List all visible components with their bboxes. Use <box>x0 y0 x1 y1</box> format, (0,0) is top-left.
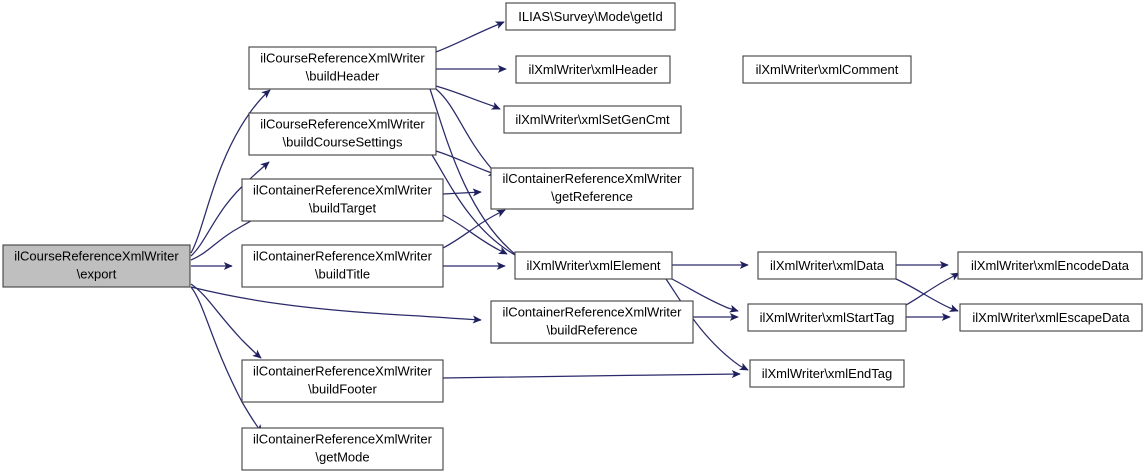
node-xmlHeader[interactable]: ilXmlWriter\xmlHeader <box>515 55 671 84</box>
node-buildTitle[interactable]: ilContainerReferenceXmlWriter \buildTitle <box>241 244 444 288</box>
node-xmlEndTag[interactable]: ilXmlWriter\xmlEndTag <box>749 359 905 388</box>
node-box-buildFooter[interactable] <box>241 359 444 403</box>
node-box-buildHeader[interactable] <box>248 46 437 90</box>
call-edge-export-to-buildReference <box>190 286 482 324</box>
node-buildCourseSettings[interactable]: ilCourseReferenceXmlWriter \buildCourseSe… <box>248 112 437 156</box>
node-export[interactable]: ilCourseReferenceXmlWriter \export <box>2 244 191 288</box>
node-label-buildTitle-line1: ilContainerReferenceXmlWriter <box>253 248 433 263</box>
node-buildHeader[interactable]: ilCourseReferenceXmlWriter \buildHeader <box>248 46 437 90</box>
node-label-xmlData: ilXmlWriter\xmlData <box>770 258 885 273</box>
node-box-buildTitle[interactable] <box>241 244 444 288</box>
call-edge-buildTarget-to-getReference <box>442 188 482 197</box>
node-xmlElement[interactable]: ilXmlWriter\xmlElement <box>514 251 673 280</box>
node-getReference[interactable]: ilContainerReferenceXmlWriter \getReferen… <box>490 167 694 210</box>
node-label-getReference-line1: ilContainerReferenceXmlWriter <box>503 171 683 186</box>
node-label-getId: ILIAS\Survey\Mode\getId <box>518 9 663 24</box>
node-buildFooter[interactable]: ilContainerReferenceXmlWriter \buildFoote… <box>241 359 444 403</box>
node-label-buildHeader-line1: ilCourseReferenceXmlWriter <box>260 50 425 65</box>
node-box-xmlEscapeData[interactable] <box>959 303 1143 332</box>
node-label-export-line2: \export <box>77 266 117 281</box>
node-box-xmlComment[interactable] <box>742 55 912 84</box>
node-xmlEscapeData[interactable]: ilXmlWriter\xmlEscapeData <box>959 303 1143 332</box>
call-edge-buildFooter-to-xmlEndTag <box>442 370 741 379</box>
node-xmlData[interactable]: ilXmlWriter\xmlData <box>757 251 897 280</box>
call-edge-xmlElement-to-xmlStartTag <box>671 278 739 313</box>
call-edge-buildTitle-to-getReference <box>442 209 506 249</box>
node-label-buildReference-line1: ilContainerReferenceXmlWriter <box>503 304 683 319</box>
node-label-xmlComment: ilXmlWriter\xmlComment <box>756 62 899 77</box>
call-edge-export-to-buildHeader <box>190 89 271 254</box>
call-edge-buildCourseSettings-to-getReference <box>435 150 498 176</box>
node-label-xmlEndTag: ilXmlWriter\xmlEndTag <box>762 366 893 381</box>
node-buildReference[interactable]: ilContainerReferenceXmlWriter \buildRefer… <box>490 300 694 344</box>
node-buildTarget[interactable]: ilContainerReferenceXmlWriter \buildTarge… <box>241 178 444 222</box>
node-xmlEncodeData[interactable]: ilXmlWriter\xmlEncodeData <box>957 251 1143 280</box>
call-edge-xmlData-to-xmlEscapeData <box>895 278 959 312</box>
call-edge-buildHeader-to-xmlSetGenCmt <box>435 85 501 110</box>
call-edge-export-to-getMode <box>190 286 263 434</box>
node-box-getId[interactable] <box>505 2 676 31</box>
node-box-xmlStartTag[interactable] <box>747 303 907 332</box>
node-box-getMode[interactable] <box>241 427 444 471</box>
node-box-xmlElement[interactable] <box>514 251 673 280</box>
node-label-buildHeader-line2: \buildHeader <box>306 68 380 83</box>
node-box-xmlEncodeData[interactable] <box>957 251 1143 280</box>
node-getId[interactable]: ILIAS\Survey\Mode\getId <box>505 2 676 31</box>
call-edge-xmlStartTag-to-xmlEncodeData <box>905 272 960 306</box>
node-label-xmlEscapeData: ilXmlWriter\xmlEscapeData <box>972 310 1130 325</box>
node-box-export[interactable] <box>2 244 191 288</box>
node-label-buildTarget-line1: ilContainerReferenceXmlWriter <box>253 182 433 197</box>
node-box-xmlHeader[interactable] <box>515 55 671 84</box>
node-label-xmlHeader: ilXmlWriter\xmlHeader <box>528 62 658 77</box>
node-xmlComment[interactable]: ilXmlWriter\xmlComment <box>742 55 912 84</box>
call-edge-export-to-buildFooter <box>190 283 262 359</box>
call-edge-xmlElement-to-xmlEndTag <box>665 278 749 371</box>
node-label-buildFooter-line1: ilContainerReferenceXmlWriter <box>253 363 433 378</box>
node-box-buildCourseSettings[interactable] <box>248 112 437 156</box>
node-getMode[interactable]: ilContainerReferenceXmlWriter \getMode <box>241 427 444 471</box>
node-label-getMode-line2: \getMode <box>315 449 369 464</box>
node-label-xmlSetGenCmt: ilXmlWriter\xmlSetGenCmt <box>515 112 670 127</box>
node-label-xmlElement: ilXmlWriter\xmlElement <box>526 258 660 273</box>
node-box-xmlSetGenCmt[interactable] <box>503 105 682 134</box>
call-edge-buildTarget-to-xmlElement <box>442 214 508 255</box>
node-label-xmlStartTag: ilXmlWriter\xmlStartTag <box>760 310 895 325</box>
call-edge-buildHeader-to-getId <box>435 21 505 53</box>
node-label-xmlEncodeData: ilXmlWriter\xmlEncodeData <box>971 258 1130 273</box>
node-label-getReference-line2: \getReference <box>551 189 633 204</box>
node-label-getMode-line1: ilContainerReferenceXmlWriter <box>253 431 433 446</box>
node-label-buildCourseSettings-line1: ilCourseReferenceXmlWriter <box>260 116 425 131</box>
node-box-getReference[interactable] <box>490 167 694 210</box>
node-box-xmlData[interactable] <box>757 251 897 280</box>
node-label-buildTarget-line2: \buildTarget <box>309 200 377 215</box>
node-label-buildTitle-line2: \buildTitle <box>315 266 370 281</box>
node-box-buildReference[interactable] <box>490 300 694 344</box>
node-xmlSetGenCmt[interactable]: ilXmlWriter\xmlSetGenCmt <box>503 105 682 134</box>
node-label-buildReference-line2: \buildReference <box>546 322 637 337</box>
node-box-buildTarget[interactable] <box>241 178 444 222</box>
node-box-xmlEndTag[interactable] <box>749 359 905 388</box>
node-label-buildFooter-line2: \buildFooter <box>308 381 377 396</box>
node-label-export-line1: ilCourseReferenceXmlWriter <box>14 248 179 263</box>
node-xmlStartTag[interactable]: ilXmlWriter\xmlStartTag <box>747 303 907 332</box>
node-label-buildCourseSettings-line2: \buildCourseSettings <box>283 134 403 149</box>
